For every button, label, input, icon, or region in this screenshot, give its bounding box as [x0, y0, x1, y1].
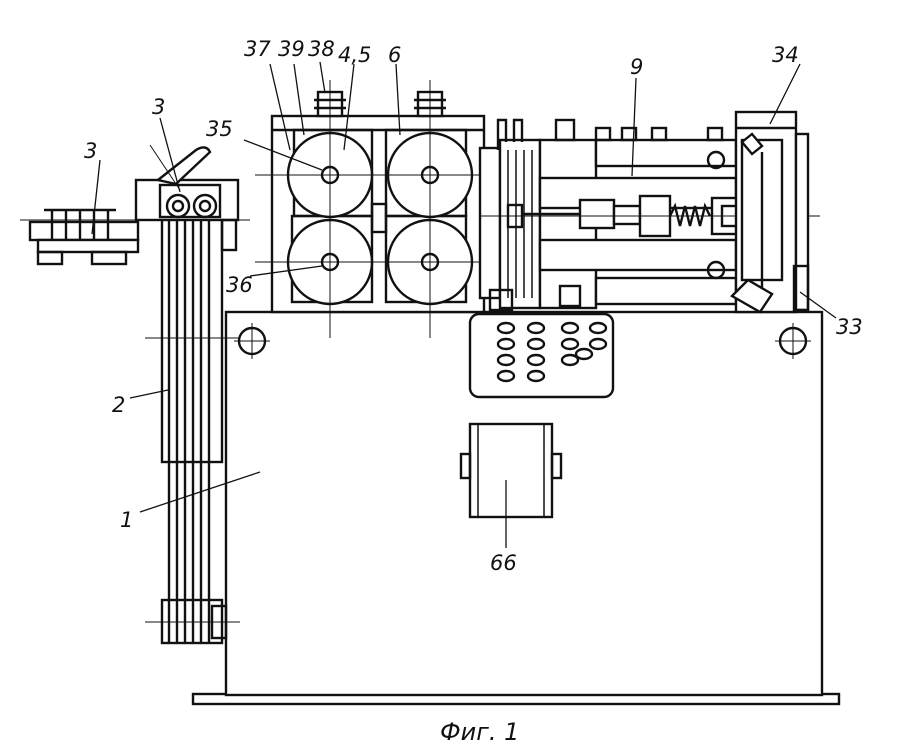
callout-33: 33 [836, 315, 863, 339]
feeder-head-3 [134, 144, 240, 252]
panel-button [496, 353, 516, 367]
callout-34: 34 [772, 43, 799, 67]
callout-36: 36 [226, 273, 253, 297]
panel-button [560, 337, 580, 351]
cutting-unit-9 [478, 118, 820, 312]
panel-button [526, 353, 546, 367]
panel-button [496, 337, 516, 351]
callout-2: 2 [112, 393, 125, 417]
callout-35: 35 [206, 117, 233, 141]
panel-button [574, 347, 594, 361]
callout-4-5: 4,5 [338, 43, 371, 67]
panel-button [588, 337, 608, 351]
adjusting-screws-38 [314, 80, 446, 120]
panel-button [526, 337, 546, 351]
panel-button [588, 321, 608, 335]
panel-button [526, 321, 546, 335]
callout-3-head: 3 [152, 95, 165, 119]
figure-caption: Фиг. 1 [440, 718, 519, 746]
leader-lines [91, 61, 837, 548]
main-body [224, 310, 824, 697]
mounting-holes [234, 323, 811, 359]
callout-3-bar: 3 [84, 139, 97, 163]
callout-39: 39 [278, 37, 305, 61]
callout-6: 6 [388, 43, 401, 67]
end-housing-34 [730, 110, 810, 314]
panel-button [496, 321, 516, 335]
panel-button [560, 321, 580, 335]
panel-button [496, 369, 516, 383]
panel-button [526, 369, 546, 383]
rollers [255, 120, 490, 338]
callout-37: 37 [244, 37, 271, 61]
callout-1: 1 [120, 508, 133, 532]
strip-stack-2 [145, 203, 240, 645]
callout-labels: 1 2 3 3 6 9 33 34 35 36 37 38 39 4,5 66 [84, 37, 863, 575]
unit-66 [459, 422, 563, 519]
panel-button [560, 353, 580, 367]
callout-9: 9 [630, 55, 643, 79]
callout-38: 38 [308, 37, 335, 61]
control-panel [468, 312, 615, 399]
callout-66: 66 [490, 551, 517, 575]
